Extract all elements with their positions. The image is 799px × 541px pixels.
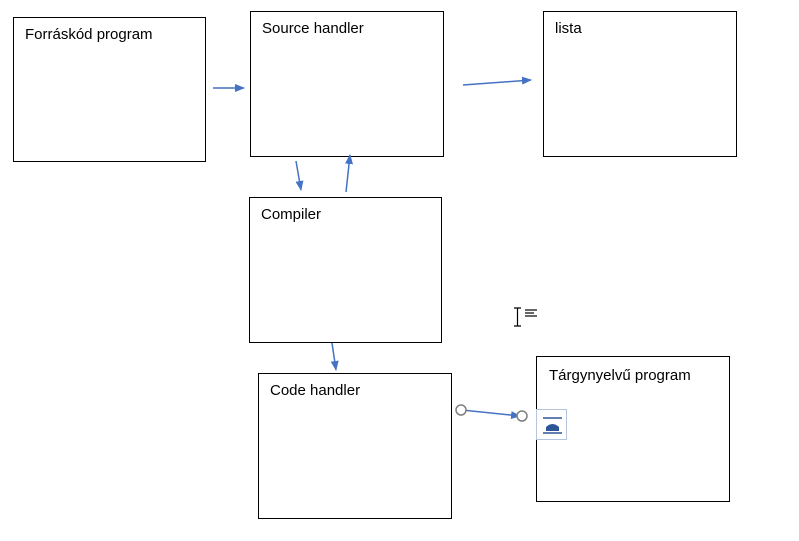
connector-start-handle[interactable] (455, 404, 467, 416)
node-source-handler[interactable]: Source handler (250, 11, 444, 157)
connector-end-handle[interactable] (516, 410, 528, 422)
arrow-code-to-targy[interactable] (461, 409, 521, 420)
layout-options-button[interactable] (536, 409, 567, 440)
node-label: lista (555, 20, 582, 37)
arrow-source-to-compiler[interactable] (295, 160, 304, 191)
node-label: Code handler (270, 382, 361, 399)
node-label: Tárgynyelvű program (549, 367, 691, 384)
node-compiler[interactable]: Compiler (249, 197, 442, 343)
node-forraskod-program[interactable]: Forráskód program (13, 17, 206, 162)
node-code-handler[interactable]: Code handler (258, 373, 452, 519)
node-label: Compiler (261, 206, 322, 223)
node-label: Forráskód program (25, 26, 153, 43)
arrow-compiler-to-code[interactable] (330, 342, 339, 371)
arrow-source-to-lista[interactable] (462, 76, 532, 86)
node-targynyelvu-program[interactable]: Tárgynyelvű program (536, 356, 730, 502)
arrow-compiler-to-source[interactable] (345, 154, 354, 193)
node-lista[interactable]: lista (543, 11, 737, 157)
text-ibeam-cursor-icon (514, 307, 537, 327)
wrap-text-icon (543, 417, 562, 434)
node-label: Source handler (262, 20, 364, 37)
